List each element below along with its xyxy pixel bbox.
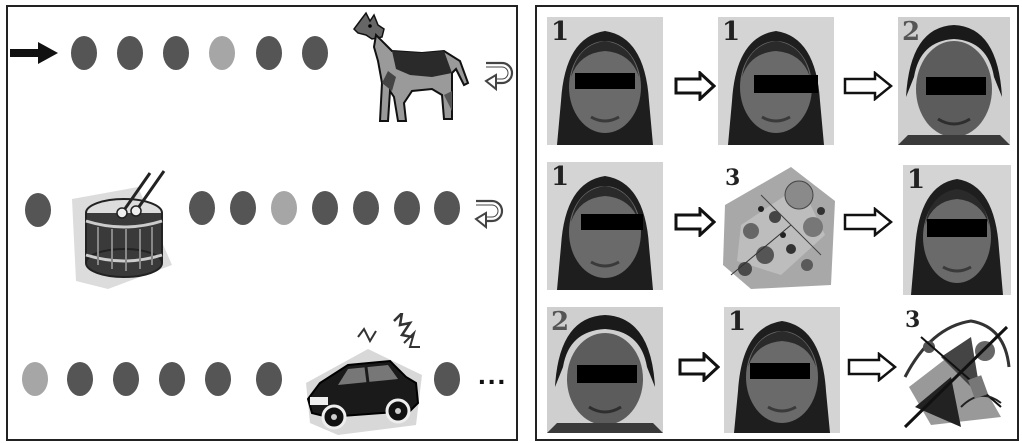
abstract-art-picture: 3	[901, 307, 1011, 433]
face-image	[547, 162, 663, 290]
frame-number: 2	[902, 17, 921, 47]
dark-dot	[256, 362, 282, 396]
frame-number: 3	[905, 307, 921, 333]
hollow-arrow-icon	[674, 207, 716, 237]
frame-number: 1	[551, 162, 570, 192]
dark-dot	[25, 193, 51, 227]
face-photo: 1	[903, 165, 1011, 295]
light-dot	[209, 36, 235, 70]
sequence-panel: ...	[6, 5, 518, 441]
frame-number: 1	[722, 17, 741, 47]
frame-number: 1	[551, 17, 570, 47]
dog-picture	[353, 11, 470, 122]
face-photo: 2	[898, 17, 1010, 145]
dark-dot	[302, 36, 328, 70]
hollow-arrow-icon	[674, 71, 716, 101]
hollow-arrow-icon	[678, 352, 720, 382]
dark-dot	[230, 191, 256, 225]
start-arrow-icon	[10, 42, 58, 64]
return-arrow-icon	[474, 199, 504, 230]
frame-number: 1	[728, 307, 747, 337]
frame-number: 1	[907, 165, 926, 195]
face-photo: 1	[724, 307, 840, 433]
face-image	[724, 307, 840, 433]
face-image	[903, 165, 1011, 295]
frame-number: 2	[551, 307, 570, 337]
frame-number: 3	[725, 165, 741, 191]
face-photo: 1	[547, 162, 663, 290]
dark-dot	[67, 362, 93, 396]
face-image	[718, 17, 834, 145]
face-photo: 1	[547, 17, 663, 145]
dark-dot	[205, 362, 231, 396]
dark-dot	[256, 36, 282, 70]
dark-dot	[312, 191, 338, 225]
dark-dot	[434, 362, 460, 396]
hollow-arrow-icon	[843, 71, 893, 101]
drum-picture	[72, 170, 172, 289]
ellipsis: ...	[478, 359, 508, 390]
dark-dot	[434, 191, 460, 225]
face-image	[547, 17, 663, 145]
dark-dot	[394, 191, 420, 225]
face-sequence-panel: 1 1 2	[535, 5, 1019, 441]
dark-dot	[71, 36, 97, 70]
dark-dot	[189, 191, 215, 225]
face-image	[547, 307, 663, 433]
light-dot	[271, 191, 297, 225]
return-arrow-icon	[484, 61, 514, 92]
car-picture	[306, 313, 422, 435]
face-photo: 2	[547, 307, 663, 433]
hollow-arrow-icon	[847, 352, 897, 382]
dark-dot	[163, 36, 189, 70]
light-dot	[22, 362, 48, 396]
hollow-arrow-icon	[843, 207, 893, 237]
dark-dot	[159, 362, 185, 396]
face-photo: 1	[718, 17, 834, 145]
abstract-painting	[721, 165, 837, 293]
abstract-art-picture: 3	[721, 165, 837, 293]
dark-dot	[117, 36, 143, 70]
dark-dot	[113, 362, 139, 396]
dark-dot	[353, 191, 379, 225]
abstract-painting	[901, 307, 1011, 433]
face-image	[898, 17, 1010, 145]
